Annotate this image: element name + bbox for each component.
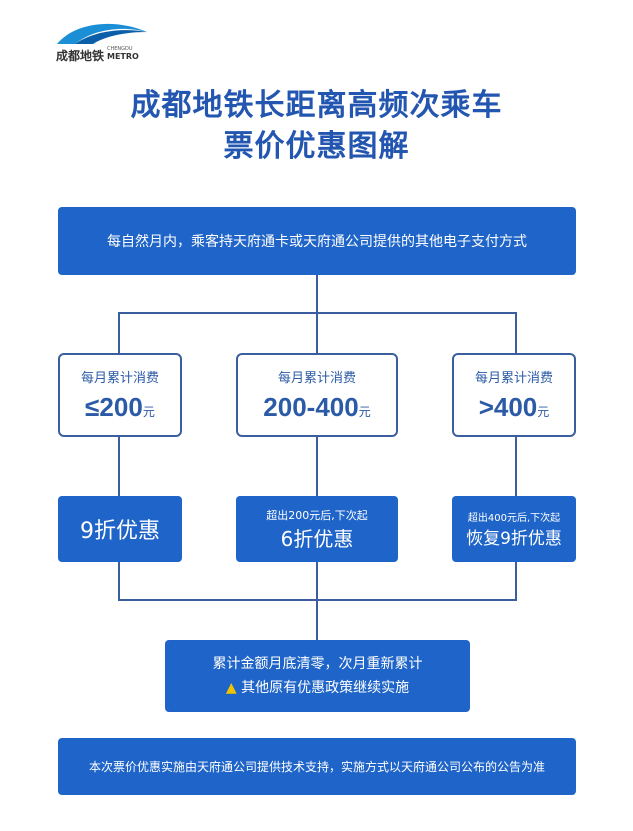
- discount-note: 超出200元后,下次起: [266, 508, 368, 522]
- logo-en-top: CHENGDU: [107, 46, 133, 52]
- discount-text: 恢复9折优惠: [466, 529, 562, 549]
- tier-label: 每月累计消费: [80, 371, 159, 386]
- tier-amount: 200-400: [263, 392, 359, 422]
- connector: [515, 312, 517, 600]
- tier-label: 每月累计消费: [474, 371, 553, 386]
- tier-unit: 元: [142, 405, 155, 419]
- tier-1-discount: 9折优惠: [58, 496, 182, 562]
- tier-amount: >400: [478, 392, 538, 422]
- tier-2-box: 每月累计消费 200-400元: [236, 353, 398, 437]
- tier-amount: ≤200: [85, 392, 143, 422]
- metro-wave-icon: [57, 23, 147, 44]
- connector: [118, 312, 120, 600]
- discount-text: 6折优惠: [280, 526, 354, 551]
- summary-box: 累计金额月底清零，次月重新累计 ▲ 其他原有优惠政策继续实施: [165, 640, 470, 712]
- logo-cn: 成都地铁: [56, 49, 105, 63]
- chengdu-metro-logo: 成都地铁 CHENGDU METRO: [55, 18, 155, 64]
- tier-2-discount: 超出200元后,下次起 6折优惠: [236, 496, 398, 562]
- summary-line1: 累计金额月底清零，次月重新累计: [212, 656, 423, 672]
- tier-unit: 元: [358, 405, 371, 419]
- summary-line2: 其他原有优惠政策继续实施: [241, 680, 410, 696]
- warning-icon: ▲: [225, 680, 242, 696]
- footer-box: 本次票价优惠实施由天府通公司提供技术支持，实施方式以天府通公司公布的公告为准: [58, 738, 576, 795]
- connector: [316, 312, 318, 640]
- connector: [118, 599, 517, 601]
- eligibility-text: 每自然月内，乘客持天府通卡或天府通公司提供的其他电子支付方式: [107, 234, 527, 250]
- connector: [316, 275, 318, 314]
- tier-label: 每月累计消费: [277, 371, 356, 386]
- tier-unit: 元: [537, 405, 550, 419]
- footer-text: 本次票价优惠实施由天府通公司提供技术支持，实施方式以天府通公司公布的公告为准: [88, 760, 545, 774]
- tier-3-discount: 超出400元后,下次起 恢复9折优惠: [452, 496, 576, 562]
- tier-3-box: 每月累计消费 >400元: [452, 353, 576, 437]
- title-line1: 成都地铁长距离高频次乘车: [130, 88, 503, 123]
- eligibility-box: 每自然月内，乘客持天府通卡或天府通公司提供的其他电子支付方式: [58, 207, 576, 275]
- logo-en-bottom: METRO: [107, 52, 139, 61]
- discount-note: 超出400元后,下次起: [467, 513, 561, 524]
- tier-1-box: 每月累计消费 ≤200元: [58, 353, 182, 437]
- discount-text: 9折优惠: [80, 519, 160, 544]
- title-line2: 票价优惠图解: [223, 129, 410, 164]
